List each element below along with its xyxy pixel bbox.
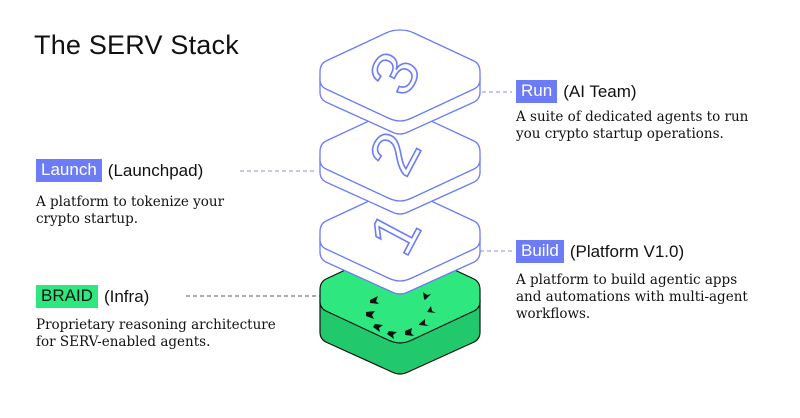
braid-tag: BRAID bbox=[36, 285, 98, 308]
run-description: A suite of dedicated agents to run you c… bbox=[516, 109, 748, 143]
launch-desc-line: A platform to tokenize your bbox=[36, 194, 225, 210]
launch-description: A platform to tokenize your crypto start… bbox=[36, 194, 224, 228]
launch-label: Launch (Launchpad) bbox=[36, 159, 203, 182]
run-label: Run (AI Team) bbox=[516, 80, 637, 103]
braid-label: BRAID (Infra) bbox=[36, 285, 149, 308]
launch-tag: Launch bbox=[36, 159, 102, 182]
braid-subtitle: (Infra) bbox=[103, 286, 150, 306]
build-desc-line: A platform to build agentic apps bbox=[516, 272, 738, 288]
layer-2-block: 2 bbox=[319, 109, 481, 215]
build-tag: Build bbox=[516, 240, 564, 263]
page-title: The SERV Stack bbox=[34, 30, 239, 60]
build-desc-line: workflows. bbox=[516, 306, 591, 322]
run-desc-line: A suite of dedicated agents to run bbox=[516, 109, 749, 125]
layer-1-block: 1 bbox=[319, 189, 481, 295]
build-subtitle: (Platform V1.0) bbox=[569, 241, 685, 261]
braid-desc-line: Proprietary reasoning architecture bbox=[36, 317, 276, 333]
layer-3-block: 3 bbox=[319, 29, 481, 135]
launch-subtitle: (Launchpad) bbox=[107, 160, 204, 180]
build-desc-line: and automations with multi-agent bbox=[516, 289, 748, 305]
chevron-ring-icon bbox=[366, 292, 436, 339]
braid-description: Proprietary reasoning architecture for S… bbox=[36, 317, 276, 351]
run-tag: Run bbox=[516, 80, 558, 103]
run-desc-line: you crypto startup operations. bbox=[516, 126, 724, 142]
braid-desc-line: for SERV-enabled agents. bbox=[36, 334, 211, 350]
build-label: Build (Platform V1.0) bbox=[516, 240, 684, 263]
run-subtitle: (AI Team) bbox=[563, 81, 637, 101]
build-description: A platform to build agentic apps and aut… bbox=[516, 272, 748, 323]
launch-desc-line: crypto startup. bbox=[36, 211, 139, 227]
